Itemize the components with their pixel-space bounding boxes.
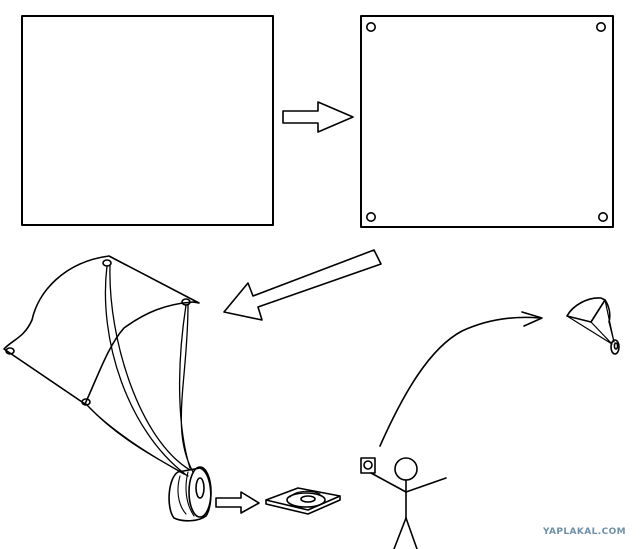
eyelet-icon [102, 259, 112, 267]
packed-reel [363, 460, 373, 470]
folded-parachute [265, 487, 341, 515]
deployed-parachute [566, 297, 620, 355]
figure-arm-right [405, 477, 447, 493]
packed-parachute-in-hand [360, 457, 376, 474]
figure-head [394, 457, 418, 481]
deployed-lines [566, 299, 615, 345]
throw-trajectory [379, 316, 541, 447]
folded-lines [289, 490, 321, 498]
hole-icon [595, 21, 606, 32]
reel-body [168, 467, 212, 522]
fabric-square-with-holes [360, 15, 614, 228]
figure-leg-right [405, 517, 418, 549]
reel-ridges [177, 471, 195, 517]
folded-reel [286, 492, 326, 508]
suspension-lines [85, 265, 194, 477]
thread-reel [168, 466, 212, 522]
reel-face [188, 466, 212, 518]
canopy-with-strings [3, 255, 200, 477]
deployed-reel-hole [613, 342, 619, 350]
trajectory-arrowhead-icon [521, 311, 543, 327]
deployed-reel [610, 339, 620, 355]
folded-fabric-edge [265, 495, 341, 515]
figure-arm-left [370, 472, 407, 493]
figure-leg-left [393, 517, 407, 549]
hole-icon [365, 212, 376, 223]
eyelet-icon [5, 347, 15, 355]
hole-icon [597, 212, 608, 223]
reel-hole [195, 477, 205, 499]
hole-icon [365, 21, 376, 32]
arrow-right-icon [282, 101, 354, 133]
packed-box [360, 457, 376, 474]
arrow-down-left-icon [223, 249, 382, 321]
folded-reel-hole [300, 495, 316, 503]
stick-figure [370, 457, 447, 549]
watermark: YAPLAKAL.COM [542, 527, 626, 537]
canopy-fabric [3, 255, 200, 405]
fabric-square-plain [21, 15, 274, 226]
arrow-right-small-icon [215, 491, 260, 514]
eyelet-icon [81, 398, 91, 406]
corner-holes [365, 21, 608, 223]
